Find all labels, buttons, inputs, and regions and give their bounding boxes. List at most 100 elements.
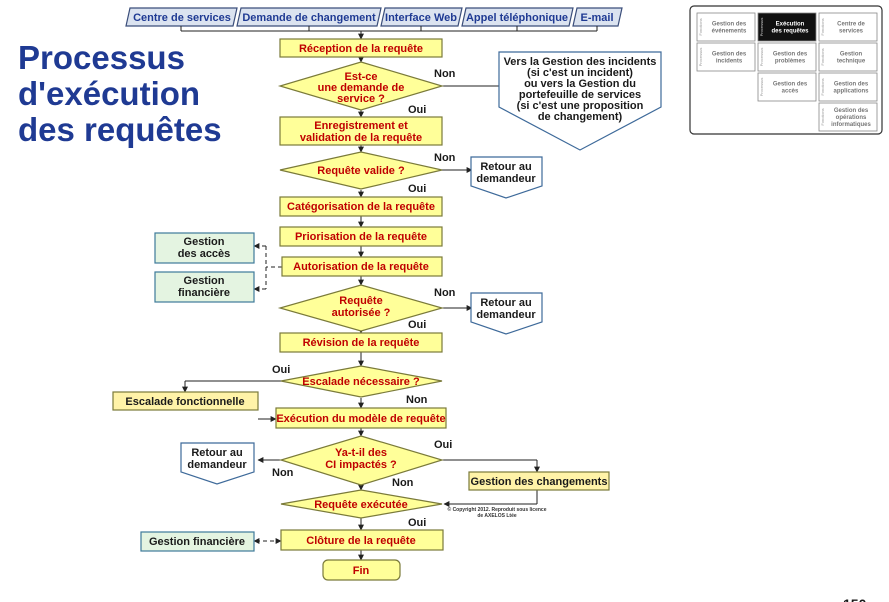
step-priorisation xyxy=(279,226,443,247)
mini-map-cell-box xyxy=(818,12,878,42)
slide-title: Processus d'exécution des requêtes xyxy=(18,40,222,148)
step-fin xyxy=(322,559,401,581)
decision-requete-executee xyxy=(280,489,443,519)
step-label: Révision de la requête xyxy=(303,337,420,349)
related-processes: Gestion des accès Gestion financière Esc… xyxy=(112,232,610,552)
copyright-line: © Copyright 2012. Reproduit sous licence xyxy=(448,506,547,513)
label-non: Non xyxy=(272,467,294,479)
step-revision xyxy=(279,332,443,353)
box-label: Gestion financière xyxy=(149,536,245,548)
process-steps: Réception de la requête Enregistrement e… xyxy=(275,38,447,581)
title-line: d'exécution xyxy=(18,75,201,112)
box-gestion-acces xyxy=(154,232,255,264)
step-execution-modele xyxy=(275,407,447,429)
callout-line: Retour au xyxy=(191,447,242,459)
mini-map-cell-label: opérations xyxy=(836,115,867,121)
decision-label: CI impactés ? xyxy=(325,459,397,471)
callout-gestion-incidents xyxy=(498,51,662,151)
label-oui: Oui xyxy=(408,104,426,116)
title-line: Processus xyxy=(18,39,185,76)
mini-map-cell-label: Gestion des xyxy=(773,52,808,58)
mini-map-cell-label: Gestion xyxy=(840,52,863,58)
step-label: Clôture de la requête xyxy=(306,535,415,547)
source-appel-telephonique xyxy=(461,7,574,27)
source-label: Appel téléphonique xyxy=(466,12,568,24)
step-reception xyxy=(279,38,443,58)
source-interface-web xyxy=(380,7,463,27)
mini-map-cell-label: Gestion des xyxy=(712,22,747,28)
decision-demande-service xyxy=(277,61,445,111)
callout-line: Vers la Gestion des incidents xyxy=(504,56,657,68)
label-oui: Oui xyxy=(408,183,426,195)
decision-label: Escalade nécessaire ? xyxy=(302,376,420,388)
mini-map-cell-label: problèmes xyxy=(775,59,806,65)
source-centre-services xyxy=(125,7,238,27)
label-oui: Oui xyxy=(434,439,452,451)
decisions: Est-ce une demande de service ? Requête … xyxy=(277,61,445,519)
callout-line: (si c'est une proposition xyxy=(517,100,644,112)
branch-labels: Non Oui Non Oui Non Oui Oui Non Oui Non … xyxy=(272,68,456,529)
mini-map-cell-side: Processus xyxy=(698,48,703,67)
decision-requete-valide xyxy=(279,151,443,190)
mini-map-cell-label: technique xyxy=(837,59,866,65)
label-non: Non xyxy=(406,394,428,406)
label-non: Non xyxy=(434,287,456,299)
source-label: Demande de changement xyxy=(242,12,376,24)
source-demande-changement xyxy=(236,7,382,27)
box-gestion-changements xyxy=(468,471,610,491)
box-gestion-financiere-2 xyxy=(140,531,255,552)
copyright-line: de AXELOS Ltée xyxy=(477,513,516,519)
decision-label: service ? xyxy=(337,93,385,105)
callout-line: Retour au xyxy=(480,161,531,173)
mini-map-cell-side: Fonctions xyxy=(820,108,825,125)
step-enregistrement xyxy=(279,116,443,146)
step-autorisation xyxy=(281,256,443,277)
callout-retour-demandeur xyxy=(180,442,255,485)
decision-label: Requête exécutée xyxy=(314,499,408,511)
mini-map-cell-label: informatiques xyxy=(831,122,871,128)
mini-map-cell-label: incidents xyxy=(716,59,743,65)
callout-line: Retour au xyxy=(480,297,531,309)
mini-map-cell-label: applications xyxy=(833,89,869,95)
mini-map-cell-label: des requêtes xyxy=(771,29,809,35)
callouts: Vers la Gestion des incidents (si c'est … xyxy=(180,51,662,485)
mini-map-cell-label: Gestion des xyxy=(834,82,869,88)
source-email xyxy=(572,7,623,27)
mini-map-cell-box xyxy=(818,42,878,72)
mini-map-cell-side: Processus xyxy=(759,78,764,97)
decision-ci-impactes xyxy=(278,435,445,486)
step-categorisation xyxy=(279,196,443,217)
decision-requete-autorisee xyxy=(277,284,445,332)
mini-map-cell-label: Exécution xyxy=(776,22,805,28)
callout-line: demandeur xyxy=(476,309,536,321)
mini-map-cell-label: Gestion des xyxy=(773,82,808,88)
step-label: Catégorisation de la requête xyxy=(287,201,435,213)
mini-map-cell-label: accès xyxy=(782,89,799,95)
step-label: validation de la requête xyxy=(300,132,422,144)
mini-map-cell-side: Fonctions xyxy=(698,18,703,35)
mini-map-cell-side: Fonctions xyxy=(820,18,825,35)
box-label: Gestion xyxy=(184,236,225,248)
step-label: Autorisation de la requête xyxy=(293,261,429,273)
callout-retour-demandeur xyxy=(470,156,543,199)
mini-map-cell-label: événements xyxy=(712,29,747,35)
label-non: Non xyxy=(392,477,414,489)
callout-line: demandeur xyxy=(187,459,247,471)
main-connectors xyxy=(182,56,540,561)
mini-map-cell-box xyxy=(757,42,817,72)
mini-map-cell-label: Gestion des xyxy=(712,52,747,58)
mini-map-cell-box xyxy=(696,12,756,42)
label-oui: Oui xyxy=(408,517,426,529)
box-label: Gestion xyxy=(184,275,225,287)
mini-map-cell-box xyxy=(818,72,878,102)
step-label: Priorisation de la requête xyxy=(295,231,427,243)
